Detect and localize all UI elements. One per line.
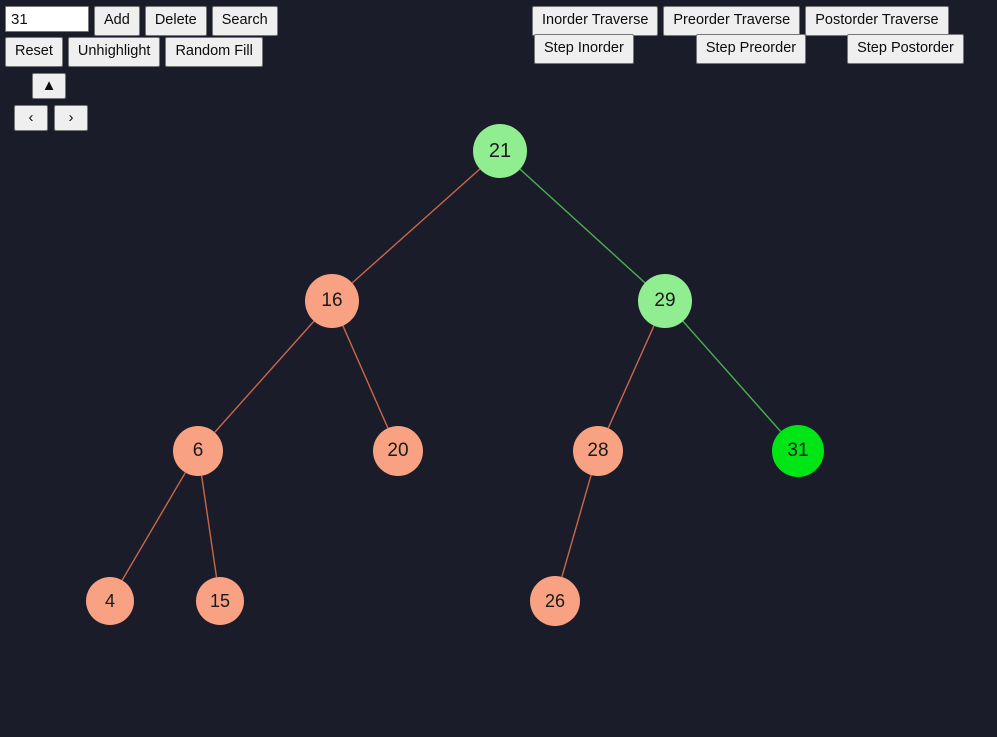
- tree-node-label: 6: [192, 440, 204, 461]
- tree-node-label: 26: [544, 590, 566, 611]
- tree-node-label: 15: [209, 590, 231, 611]
- tree-node-label: 20: [387, 440, 409, 461]
- triangle-up-icon: ▲: [41, 76, 57, 94]
- inorder-traverse-button[interactable]: Inorder Traverse: [532, 6, 659, 36]
- tree-node-21[interactable]: 21: [473, 124, 527, 178]
- tree-node-6[interactable]: 6: [173, 426, 223, 476]
- step-inorder-button[interactable]: Step Inorder: [534, 34, 634, 64]
- reset-button[interactable]: Reset: [5, 37, 63, 67]
- chevron-left-icon: ‹: [28, 108, 34, 126]
- tree-node-26[interactable]: 26: [530, 576, 580, 626]
- tree-node-label: 4: [104, 590, 115, 611]
- tree-navigation-pad: ▲ ‹ ›: [14, 73, 104, 137]
- left-toolbar-row-primary: Add Delete Search: [5, 6, 278, 36]
- tree-node-4[interactable]: 4: [86, 577, 134, 625]
- chevron-right-icon: ›: [68, 108, 74, 126]
- search-button[interactable]: Search: [211, 6, 278, 36]
- chevron-left-icon-button[interactable]: ‹: [14, 105, 48, 131]
- tree-node-label: 31: [787, 440, 809, 461]
- tree-node-29[interactable]: 29: [638, 274, 692, 328]
- left-toolbar-row-secondary: Reset Unhighlight Random Fill: [5, 37, 263, 67]
- triangle-up-icon-button[interactable]: ▲: [32, 73, 66, 99]
- step-postorder-button[interactable]: Step Postorder: [847, 34, 964, 64]
- tree-node-label: 16: [321, 290, 343, 311]
- random-fill-button[interactable]: Random Fill: [165, 37, 263, 67]
- tree-node-label: 21: [488, 139, 512, 162]
- tree-node-16[interactable]: 16: [305, 274, 359, 328]
- step-preorder-button[interactable]: Step Preorder: [695, 34, 807, 64]
- delete-button[interactable]: Delete: [144, 6, 207, 36]
- tree-node-28[interactable]: 28: [573, 426, 623, 476]
- tree-node-label: 29: [654, 290, 676, 311]
- tree-node-20[interactable]: 20: [373, 426, 423, 476]
- traversal-toolbar-row-step: Step Inorder Step Preorder Step Postorde…: [532, 34, 964, 64]
- preorder-traverse-button[interactable]: Preorder Traverse: [663, 6, 801, 36]
- add-button[interactable]: Add: [94, 6, 140, 36]
- unhighlight-button[interactable]: Unhighlight: [67, 37, 161, 67]
- tree-node-15[interactable]: 15: [196, 577, 244, 625]
- tree-node-31[interactable]: 31: [772, 425, 824, 477]
- tree-node-label: 28: [587, 440, 609, 461]
- chevron-right-icon-button[interactable]: ›: [54, 105, 88, 131]
- value-input[interactable]: [5, 6, 89, 32]
